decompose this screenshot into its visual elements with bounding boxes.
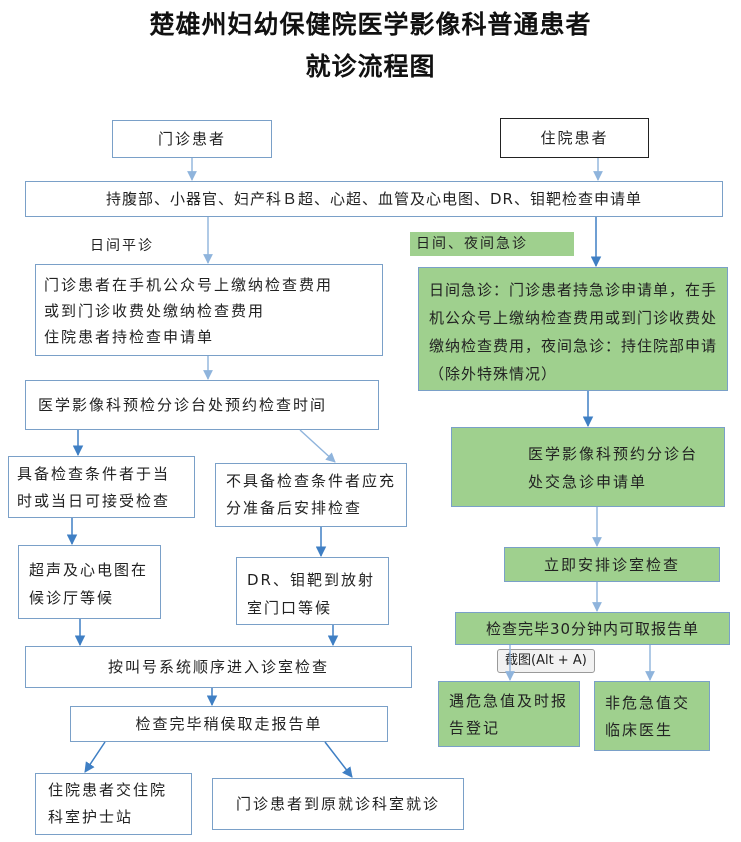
dr-wait-box: DR、钼靶到放射室门口等候 <box>236 557 389 625</box>
screenshot-tooltip: 截图(Alt + A) <box>497 649 595 673</box>
emergency-payment-box: 日间急诊：门诊患者持急诊申请单，在手机公众号上缴纳检查费用或到门诊收费处缴纳检查… <box>418 267 728 391</box>
appointment-box: 医学影像科预检分诊台处预约检查时间 <box>25 380 379 430</box>
report-pickup-box: 检查完毕稍侯取走报告单 <box>70 706 388 742</box>
payment-line-3: 住院患者持检查申请单 <box>44 328 215 346</box>
ultrasound-wait-box: 超声及心电图在候诊厅等候 <box>18 545 161 619</box>
request-box: 持腹部、小器官、妇产科Ｂ超、心超、血管及心电图、DR、钼靶检查申请单 <box>25 181 723 217</box>
payment-box: 门诊患者在手机公众号上缴纳检查费用 或到门诊收费处缴纳检查费用 住院患者持检查申… <box>35 264 383 356</box>
call-system-box: 按叫号系统顺序进入诊室检查 <box>25 646 412 688</box>
non-critical-value-box: 非危急值交临床医生 <box>594 681 710 751</box>
page-title-line1: 楚雄州妇幼保健院医学影像科普通患者 <box>149 10 592 39</box>
arrow-appointment-notready <box>299 429 336 463</box>
critical-value-box: 遇危急值及时报告登记 <box>438 681 580 747</box>
inpatient-nurse-box: 住院患者交住院科室护士站 <box>35 773 192 835</box>
page-title-line2: 就诊流程图 <box>305 52 436 81</box>
arrow-pickup-nurse <box>84 741 106 773</box>
report-30min-box: 检查完毕30分钟内可取报告单 <box>455 612 730 645</box>
inpatient-box: 住院患者 <box>500 118 649 158</box>
payment-line-1: 门诊患者在手机公众号上缴纳检查费用 <box>44 276 334 294</box>
not-ready-box: 不具备检查条件者应充分准备后安排检查 <box>215 463 407 527</box>
arrow-pickup-return <box>324 741 353 778</box>
outpatient-return-box: 门诊患者到原就诊科室就诊 <box>212 778 464 830</box>
ready-box: 具备检查条件者于当时或当日可接受检查 <box>8 456 195 518</box>
emergency-label: 日间、夜间急诊 <box>410 232 574 256</box>
immediate-exam-box: 立即安排诊室检查 <box>504 547 720 582</box>
day-routine-label: 日间平诊 <box>90 238 154 254</box>
emergency-appointment-box: 医学影像科预约分诊台处交急诊申请单 <box>451 427 725 507</box>
outpatient-box: 门诊患者 <box>112 120 272 158</box>
payment-line-2: 或到门诊收费处缴纳检查费用 <box>44 302 266 320</box>
